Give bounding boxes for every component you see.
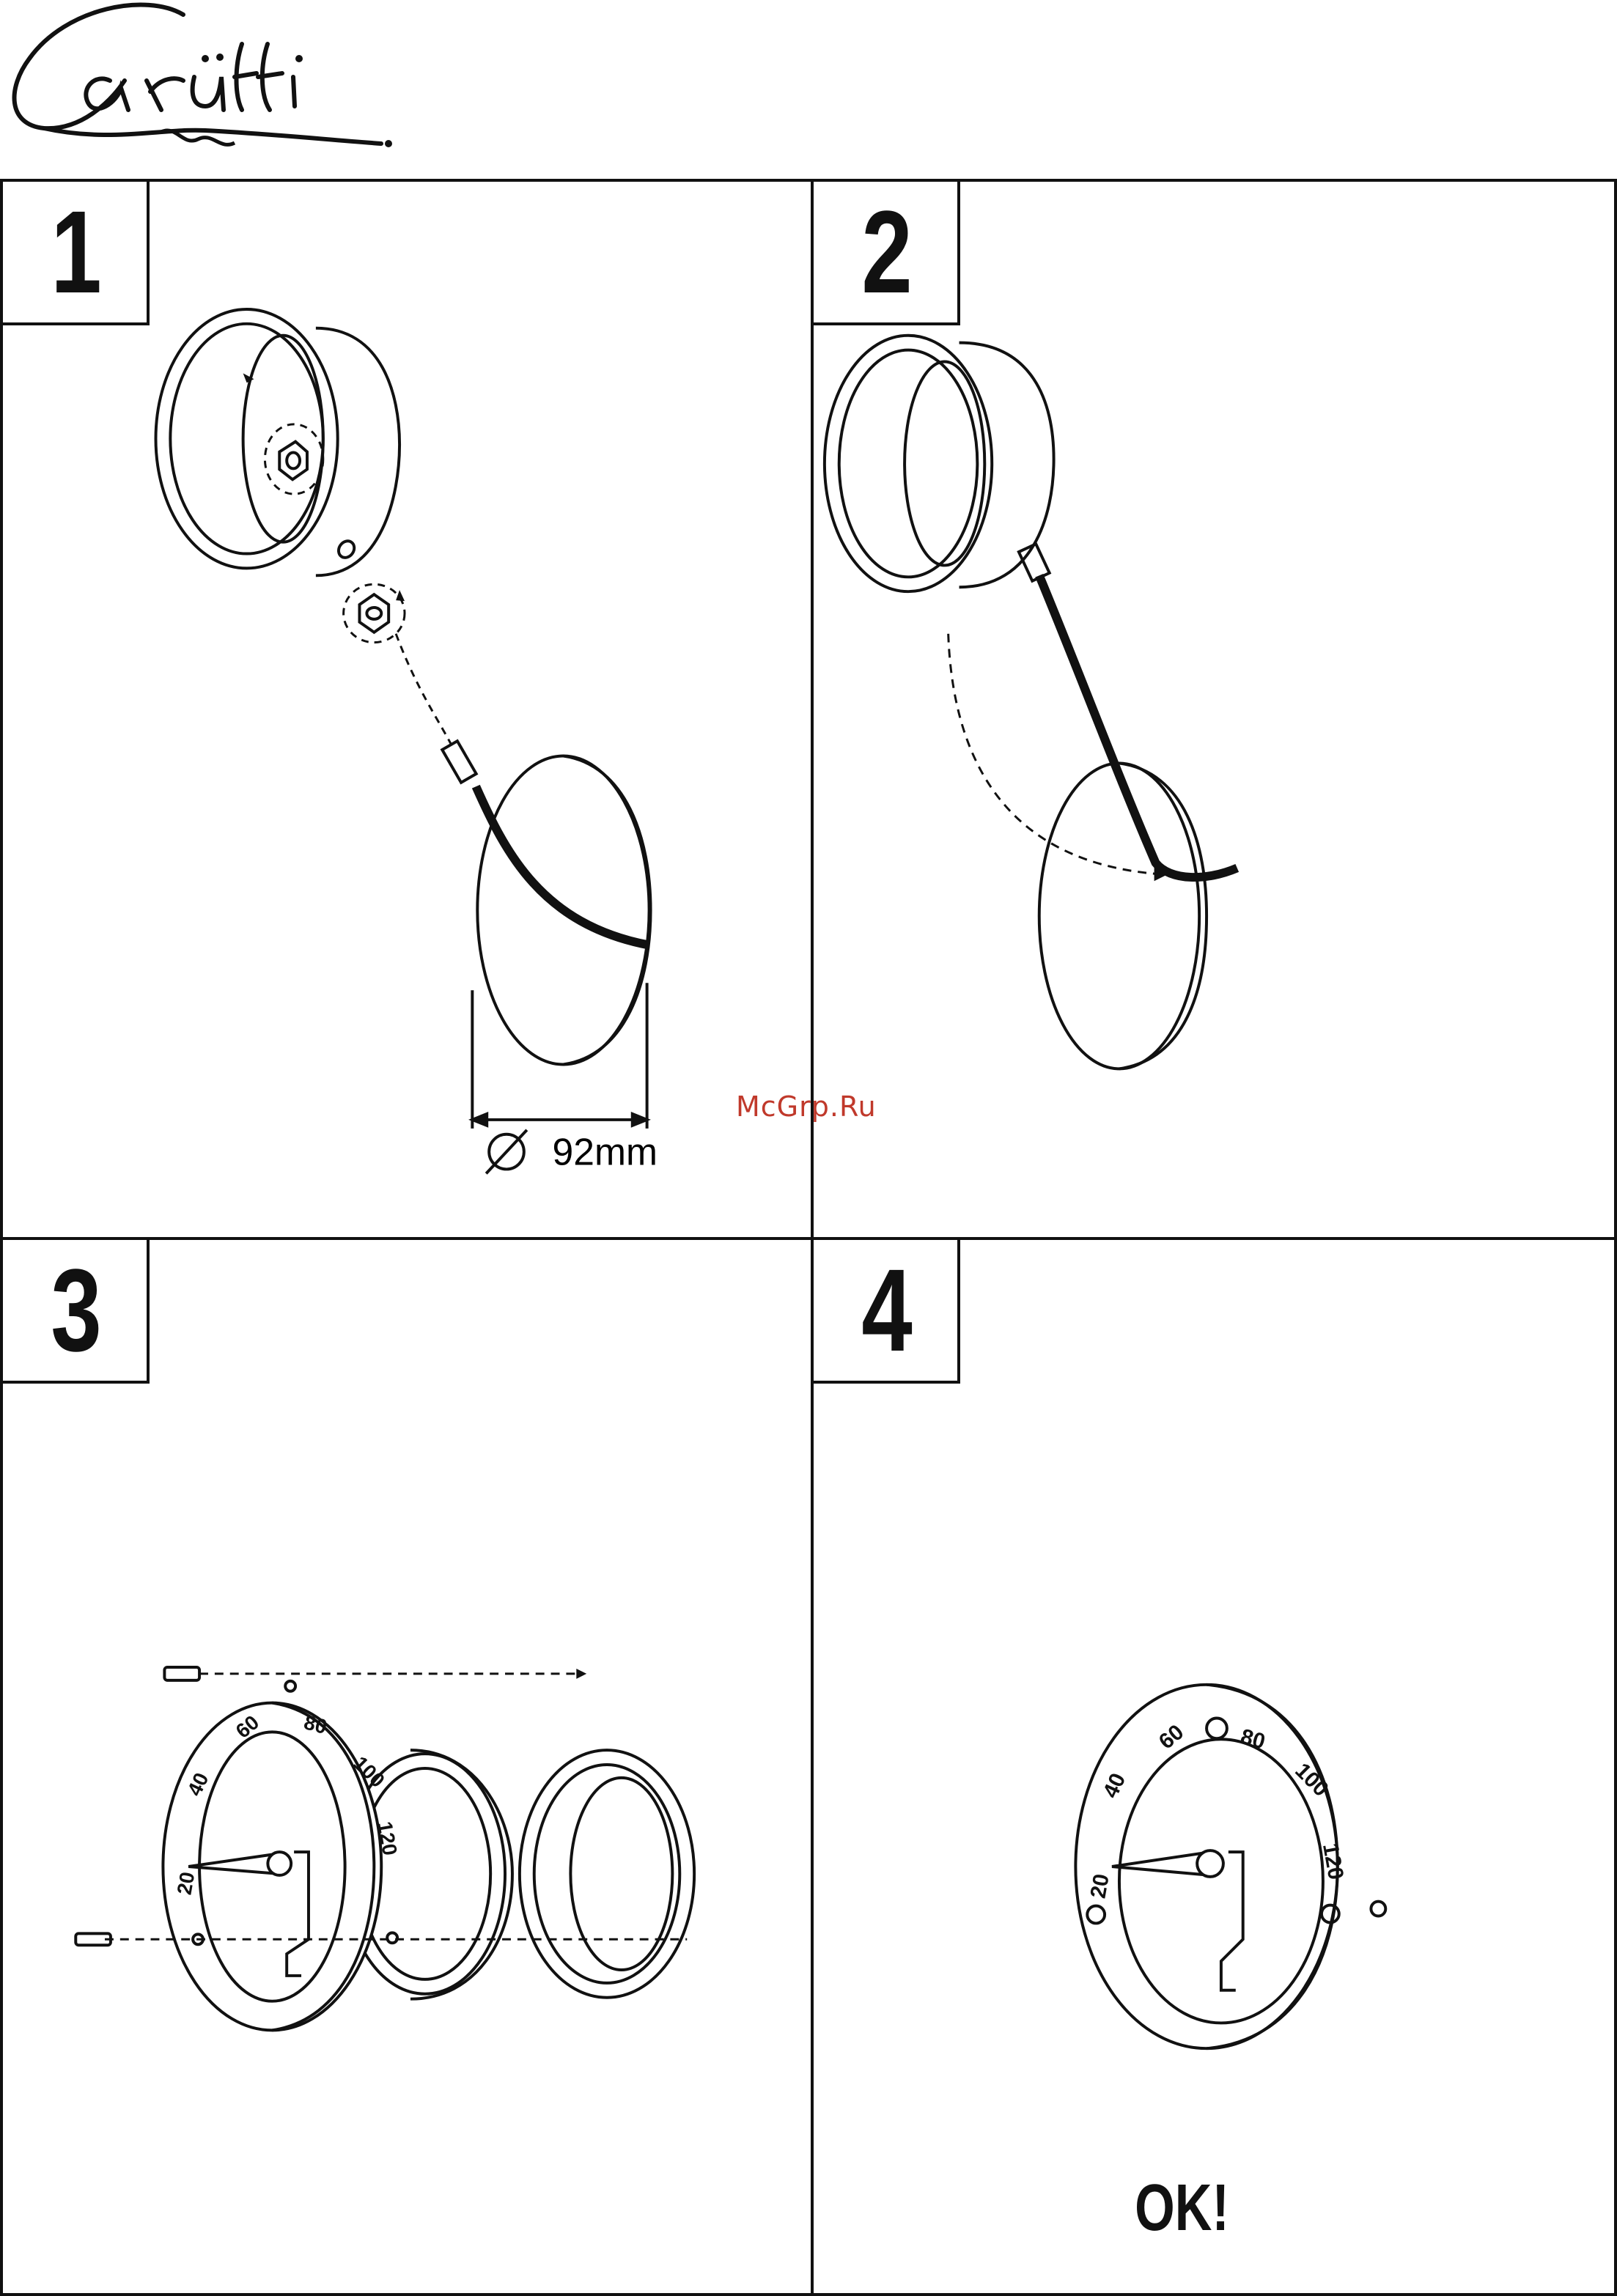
watermark: McGrp.Ru xyxy=(736,1090,877,1123)
step-3-illustration: 20 40 60 80 100 120 xyxy=(3,1240,811,2293)
step-2-panel: 2 xyxy=(811,179,1617,1240)
step-1-illustration: 92mm xyxy=(3,182,811,1237)
step-1-panel: 1 xyxy=(0,179,814,1240)
step-2-illustration xyxy=(814,182,1614,1237)
step-3-panel: 3 xyxy=(0,1237,814,2296)
step-4-illustration: 20 40 60 80 100 120 xyxy=(814,1240,1614,2293)
cariitti-logo xyxy=(0,0,410,169)
dimension-label: 92mm xyxy=(553,1130,658,1173)
instruction-grid: 1 xyxy=(0,179,1617,2296)
step-4-panel: 4 20 40 60 80 100 120 xyxy=(811,1237,1617,2296)
ok-caption: OK! xyxy=(1135,2171,1229,2246)
dial-label-20: 20 xyxy=(1086,1872,1113,1900)
dial-label-20: 20 xyxy=(173,1870,199,1897)
